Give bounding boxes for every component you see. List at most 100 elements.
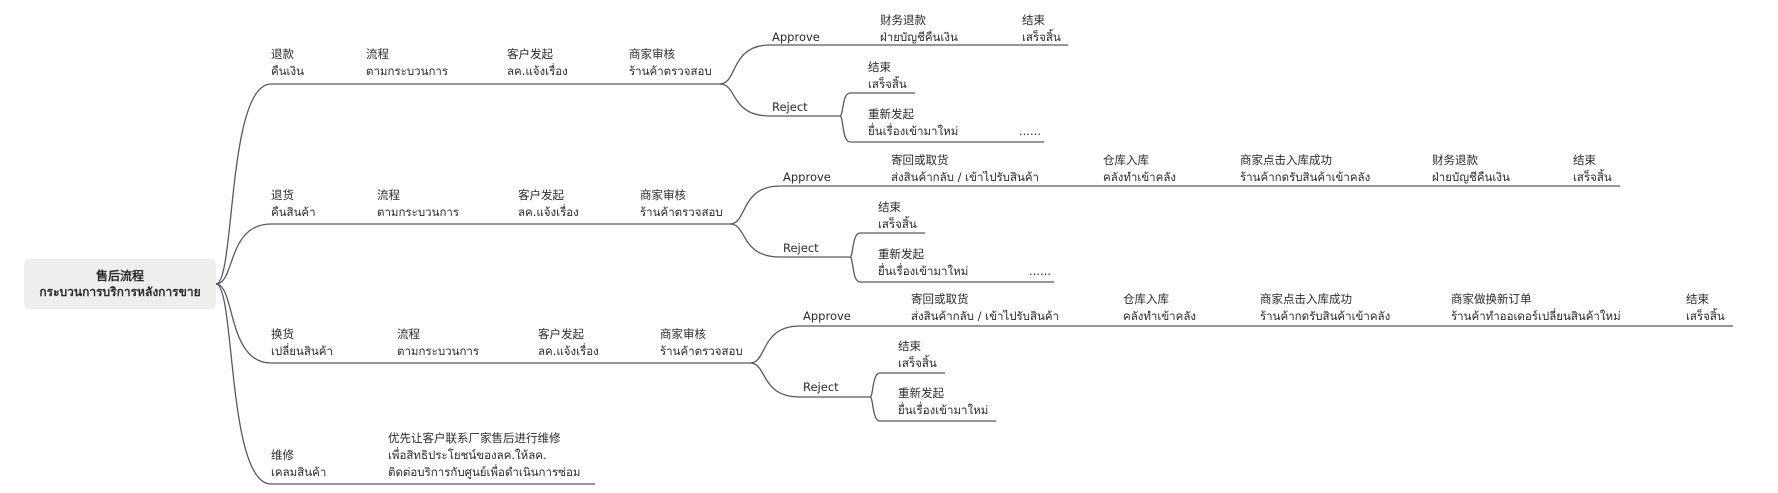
node-th: ส่งสินค้ากลับ / เข้าไปรับสินค้า	[891, 170, 1040, 184]
node-zh: 退货	[271, 188, 294, 202]
node-zh: 客户发起	[507, 47, 553, 61]
node-th: ฝ่ายบัญชีคืนเงิน	[1432, 170, 1510, 184]
node-refund-reject-end[interactable]: 结束 เสร็จสิ้น	[868, 59, 907, 93]
node-th: ลค.แจ้งเรื่อง	[507, 64, 568, 78]
node-return-reject[interactable]: Reject	[783, 241, 819, 255]
node-repair[interactable]: 维修 เคลมสินค้า	[271, 447, 326, 481]
node-zh: 重新发起	[868, 107, 914, 121]
node-refund-customer[interactable]: 客户发起 ลค.แจ้งเรื่อง	[507, 46, 568, 80]
node-return-approve-step-2[interactable]: 仓库入库 คลังทำเข้าคลัง	[1103, 152, 1176, 186]
node-exchange-approve-step-5[interactable]: 结束 เสร็จสิ้น	[1686, 291, 1725, 325]
node-refund-reject-resubmit[interactable]: 重新发起 ยื่นเรื่องเข้ามาใหม่	[868, 106, 958, 140]
node-zh: 商家做换新订单	[1451, 292, 1532, 306]
node-exchange-merchant[interactable]: 商家审核 ร้านค้าตรวจสอบ	[660, 326, 743, 360]
node-th: ยื่นเรื่องเข้ามาใหม่	[898, 403, 989, 417]
node-th: ตามกระบวนการ	[377, 205, 460, 219]
node-return-approve-step-5[interactable]: 结束 เสร็จสิ้น	[1573, 152, 1612, 186]
node-return-approve[interactable]: Approve	[783, 170, 831, 184]
node-zh: 重新发起	[898, 386, 944, 400]
node-exchange[interactable]: 换货 เปลี่ยนสินค้า	[271, 326, 333, 360]
node-return-approve-step-1[interactable]: 寄回或取货 ส่งสินค้ากลับ / เข้าไปรับสินค้า	[891, 152, 1039, 186]
node-refund-approve-step-1[interactable]: 财务退款 ฝ่ายบัญชีคืนเงิน	[880, 12, 958, 46]
node-th: ร้านค้าตรวจสอบ	[660, 344, 743, 358]
reject-curve-1	[729, 223, 781, 258]
node-refund-approve[interactable]: Approve	[772, 30, 820, 44]
reject-curve-2	[749, 362, 801, 398]
root-connector-0	[215, 83, 272, 285]
node-exchange-reject[interactable]: Reject	[803, 380, 839, 394]
node-return-merchant[interactable]: 商家审核 ร้านค้าตรวจสอบ	[640, 187, 723, 221]
node-th: คืนสินค้า	[271, 205, 316, 219]
node-th: เสร็จสิ้น	[868, 77, 907, 91]
node-zh: 流程	[366, 47, 389, 61]
node-zh: 优先让客户联系厂家售后进行维修	[388, 431, 561, 445]
node-return-approve-step-3[interactable]: 商家点击入库成功 ร้านค้ากดรับสินค้าเข้าคลัง	[1240, 152, 1370, 186]
node-zh: 客户发起	[538, 327, 584, 341]
node-th: ลค.แจ้งเรื่อง	[538, 344, 599, 358]
approve-curve-1	[729, 185, 781, 225]
node-zh: 退款	[271, 47, 294, 61]
node-refund[interactable]: 退款 คืนเงิน	[271, 46, 304, 80]
node-exchange-reject-resubmit[interactable]: 重新发起 ยื่นเรื่องเข้ามาใหม่	[898, 385, 988, 419]
node-exchange-approve-step-1[interactable]: 寄回或取货 ส่งสินค้ากลับ / เข้าไปรับสินค้า	[911, 291, 1059, 325]
node-exchange-approve-step-4[interactable]: 商家做换新订单 ร้านค้าทำออเดอร์เปลี่ยนสินค้าใหม…	[1451, 291, 1621, 325]
node-refund-more: ......	[1019, 124, 1041, 138]
node-exchange-approve-step-2[interactable]: 仓库入库 คลังทำเข้าคลัง	[1123, 291, 1196, 325]
root-connector-1	[215, 223, 272, 285]
node-refund-reject[interactable]: Reject	[772, 100, 808, 114]
node-th: ยื่นเรื่องเข้ามาใหม่	[868, 124, 959, 138]
node-exchange-reject-end[interactable]: 结束 เสร็จสิ้น	[898, 338, 937, 372]
node-exchange-approve[interactable]: Approve	[803, 309, 851, 323]
node-zh: 寄回或取货	[911, 292, 969, 306]
root-title-th: กระบวนการบริการหลังการขาย	[39, 285, 201, 299]
reject-end-curve-2	[869, 372, 881, 398]
node-th: ตามกระบวนการ	[397, 344, 480, 358]
node-return-reject-resubmit[interactable]: 重新发起 ยื่นเรื่องเข้ามาใหม่	[878, 246, 968, 280]
node-return-reject-end[interactable]: 结束 เสร็จสิ้น	[878, 199, 917, 233]
node-zh: 流程	[377, 188, 400, 202]
node-th: ฝ่ายบัญชีคืนเงิน	[880, 30, 958, 44]
node-zh: 结束	[1686, 292, 1709, 306]
node-zh: 结束	[1573, 153, 1596, 167]
node-th: เสร็จสิ้น	[1686, 309, 1725, 323]
node-return[interactable]: 退货 คืนสินค้า	[271, 187, 316, 221]
node-zh: 重新发起	[878, 247, 924, 261]
node-th: คลังทำเข้าคลัง	[1103, 170, 1176, 184]
reject-resubmit-curve-0	[839, 115, 851, 143]
node-th: คืนเงิน	[271, 64, 304, 78]
node-return-process[interactable]: 流程 ตามกระบวนการ	[377, 187, 459, 221]
approve-curve-0	[719, 44, 771, 85]
node-zh: 流程	[397, 327, 420, 341]
node-zh: 结束	[868, 60, 891, 74]
root-connector-2	[215, 283, 272, 364]
node-zh: 结束	[1022, 13, 1045, 27]
node-th: เคลมสินค้า	[271, 465, 327, 479]
node-th: ร้านค้าทำออเดอร์เปลี่ยนสินค้าใหม่	[1451, 309, 1621, 323]
node-zh: 客户发起	[518, 188, 564, 202]
node-th: ร้านค้าตรวจสอบ	[629, 64, 712, 78]
root-connector-3	[215, 283, 272, 485]
node-th: เสร็จสิ้น	[878, 217, 917, 231]
node-zh: 财务退款	[880, 13, 926, 27]
node-return-approve-step-4[interactable]: 财务退款 ฝ่ายบัญชีคืนเงิน	[1432, 152, 1510, 186]
node-zh: 商家点击入库成功	[1240, 153, 1332, 167]
node-zh: 仓库入库	[1103, 153, 1149, 167]
root-node[interactable]: 售后流程 กระบวนการบริการหลังการขาย	[24, 259, 216, 309]
node-refund-process[interactable]: 流程 ตามกระบวนการ	[366, 46, 448, 80]
node-zh: 仓库入库	[1123, 292, 1169, 306]
reject-resubmit-curve-1	[849, 256, 861, 283]
node-refund-merchant[interactable]: 商家审核 ร้านค้าตรวจสอบ	[629, 46, 712, 80]
reject-end-curve-1	[849, 232, 861, 258]
node-th: ร้านค้ากดรับสินค้าเข้าคลัง	[1240, 170, 1371, 184]
node-zh: 结束	[898, 339, 921, 353]
node-exchange-process[interactable]: 流程 ตามกระบวนการ	[397, 326, 479, 360]
node-th: ร้านค้ากดรับสินค้าเข้าคลัง	[1260, 309, 1391, 323]
node-exchange-approve-step-3[interactable]: 商家点击入库成功 ร้านค้ากดรับสินค้าเข้าคลัง	[1260, 291, 1390, 325]
reject-end-curve-0	[839, 92, 851, 117]
node-repair-note[interactable]: 优先让客户联系厂家售后进行维修 เพื่อสิทธิประโยชน์ของลค.…	[388, 430, 580, 481]
node-refund-approve-step-2[interactable]: 结束 เสร็จสิ้น	[1022, 12, 1061, 46]
node-zh: 结束	[878, 200, 901, 214]
node-return-customer[interactable]: 客户发起 ลค.แจ้งเรื่อง	[518, 187, 579, 221]
node-exchange-customer[interactable]: 客户发起 ลค.แจ้งเรื่อง	[538, 326, 599, 360]
